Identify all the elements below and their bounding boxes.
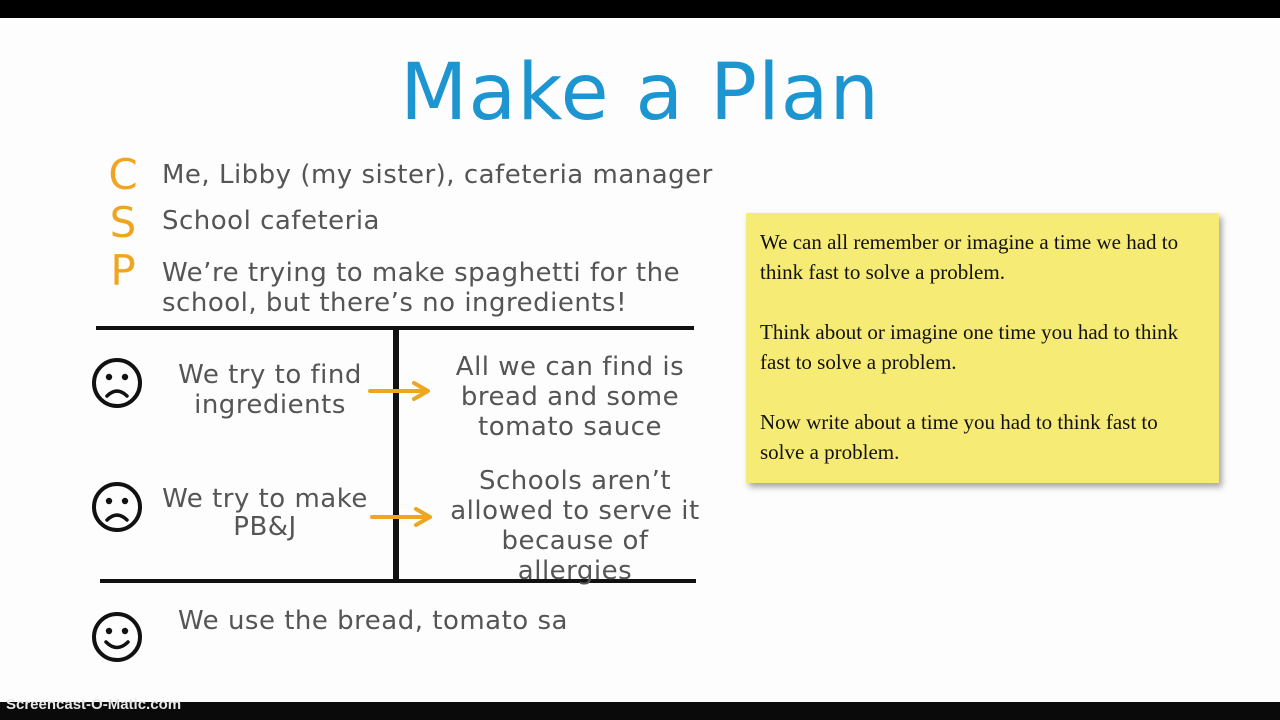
bottom-divider-line [100,579,696,583]
watermark: Screencast-O-Matic.com [6,696,182,713]
result2-line2: allowed to serve it [450,496,700,526]
attempt1-line1: We try to find [178,360,362,390]
result1-line1: All we can find is [455,352,685,382]
sad-face-icon [92,482,142,532]
note-paragraph-3: Now write about a time you had to think … [760,410,1158,464]
instruction-note: We can all remember or imagine a time we… [746,213,1219,483]
setting-text: School cafeteria [162,206,380,236]
slide: Make a Plan C Me, Libby (my sister), caf… [0,18,1280,702]
vertical-divider-line [393,328,399,582]
outcome-text: We use the bread, tomato sa [178,606,568,636]
result2-line1: Schools aren’t [478,466,672,496]
bottom-bar [0,702,1280,720]
result1-line2: bread and some [460,382,680,412]
letter-s: S [109,198,137,247]
letter-p: P [110,246,136,295]
note-paragraph-1: We can all remember or imagine a time we… [760,230,1179,284]
arrow-right-icon [370,507,432,527]
letter-c: C [108,150,138,199]
page-title: Make a Plan [400,48,880,138]
attempt2-line2: PB&J [233,512,297,542]
sad-face-icon [92,358,142,408]
result1-line3: tomato sauce [478,412,662,442]
problem-text-line2: school, but there’s no ingredients! [162,288,628,318]
attempt1-line2: ingredients [194,390,346,420]
characters-text: Me, Libby (my sister), cafeteria manager [162,160,713,190]
note-paragraph-2: Think about or imagine one time you had … [760,320,1179,374]
result2-line3: because of allergies [501,526,649,586]
attempt2-line1: We try to make [162,484,368,514]
arrow-right-icon [368,381,430,401]
happy-face-icon [92,612,142,662]
problem-text-line1: We’re trying to make spaghetti for the [162,258,681,288]
